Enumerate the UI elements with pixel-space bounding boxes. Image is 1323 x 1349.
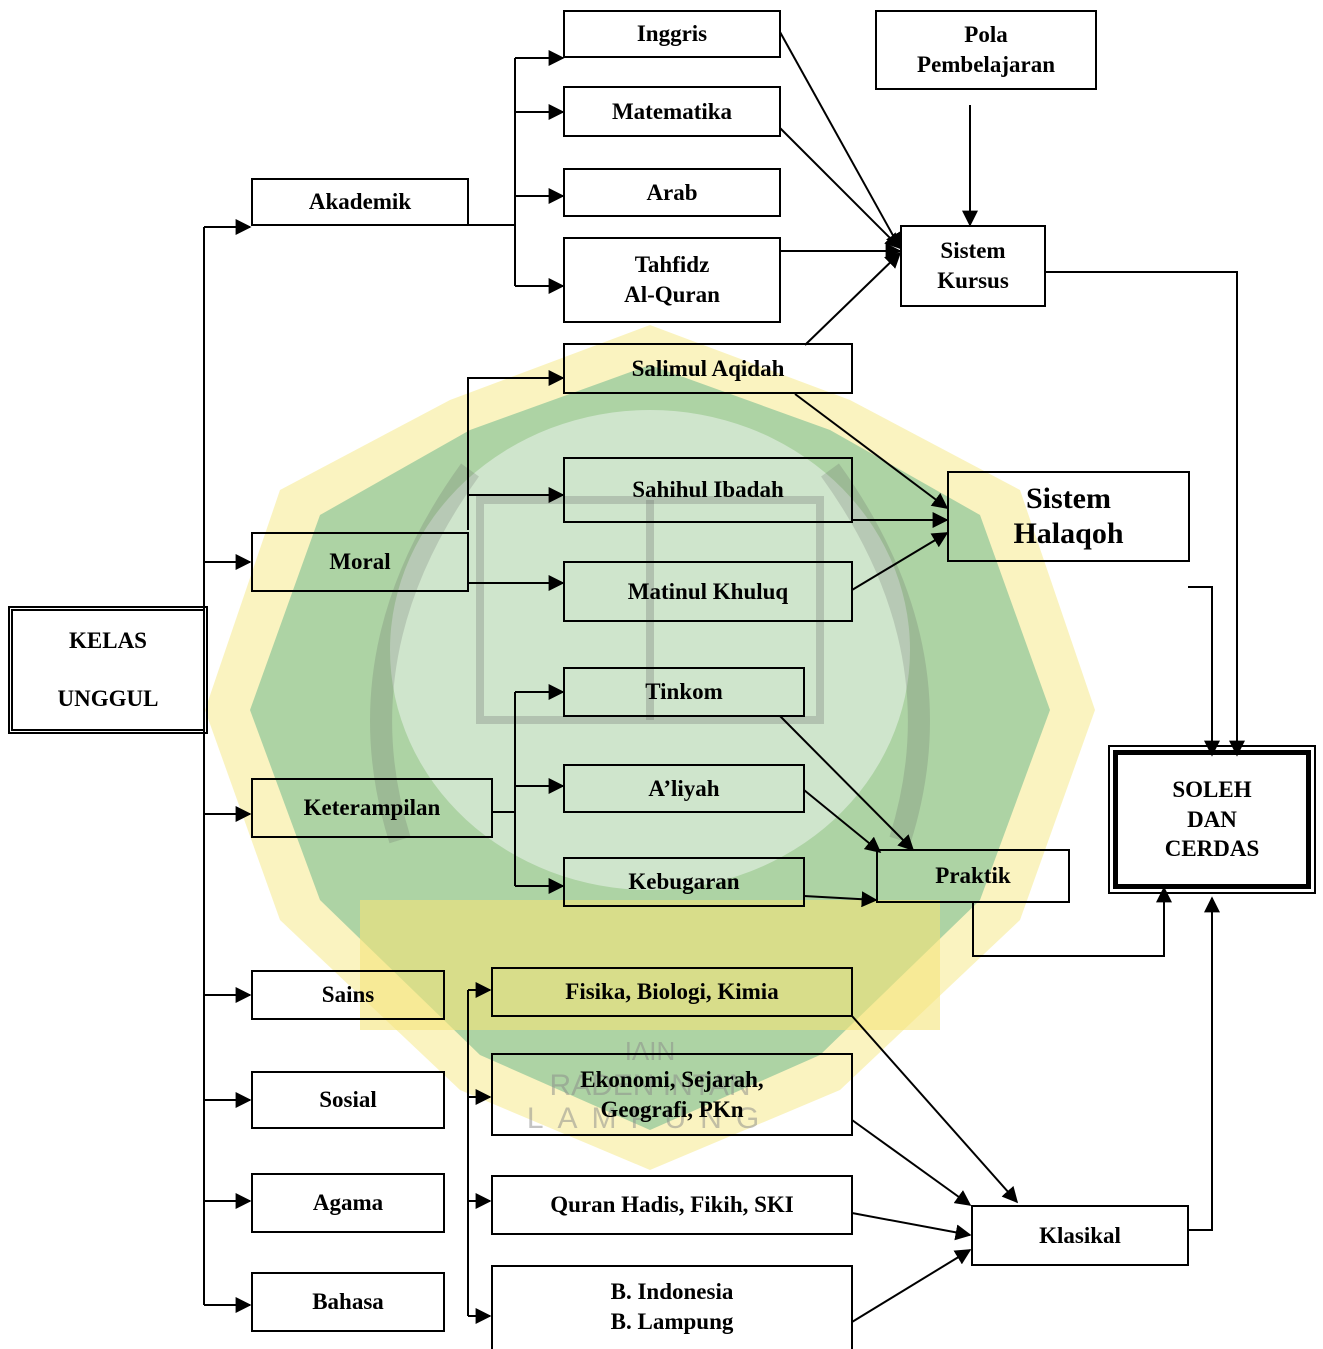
category-sosial-label: Sosial <box>319 1087 377 1113</box>
subject-fisika-biologi-kimia-label: Fisika, Biologi, Kimia <box>565 979 779 1005</box>
category-moral-label: Moral <box>329 549 391 575</box>
subject-tinkom-label: Tinkom <box>645 679 723 705</box>
subject-salimul-aqidah-box: Salimul Aqidah <box>563 343 853 394</box>
watermark-caption-3: LAMPUNG <box>527 1102 773 1135</box>
category-akademik-box: Akademik <box>251 178 469 226</box>
subject-matematika-box: Matematika <box>563 86 781 137</box>
subject-ekonomi-line-1: Ekonomi, Sejarah, <box>580 1066 764 1092</box>
subject-matinul-khuluq-box: Matinul Khuluq <box>563 561 853 622</box>
subject-matinul-khuluq-label: Matinul Khuluq <box>627 578 789 604</box>
subject-ekonomi-line-2: Geografi, PKn <box>600 1096 744 1122</box>
category-akademik-label: Akademik <box>308 189 412 215</box>
emblem-center <box>390 410 910 890</box>
category-moral-box: Moral <box>251 532 469 592</box>
subject-kebugaran-label: Kebugaran <box>628 869 740 895</box>
subject-bahasa-indonesia-box: B. Indonesia B. Lampung <box>491 1265 853 1349</box>
root-line-2: UNGGUL <box>57 686 159 711</box>
category-keterampilan-label: Keterampilan <box>303 795 441 821</box>
category-sains-label: Sains <box>321 982 375 1008</box>
subject-quran-hadis-box: Quran Hadis, Fikih, SKI <box>491 1175 853 1235</box>
subject-salimul-aqidah-label: Salimul Aqidah <box>631 355 785 381</box>
outcome-line-2: DAN <box>1187 806 1237 832</box>
outcome-inner-frame: SOLEH DAN CERDAS <box>1115 752 1309 887</box>
pola-line-2: Pembelajaran <box>917 52 1055 77</box>
subject-tahfidz-line-2: Al-Quran <box>624 282 720 307</box>
watermark-caption-1: IAIN <box>625 1036 676 1066</box>
subject-inggris-label: Inggris <box>636 21 708 47</box>
praktik-box: Praktik <box>876 849 1070 903</box>
pola-line-1: Pola <box>964 22 1008 48</box>
halaqoh-line-1: Sistem <box>1026 482 1111 515</box>
subject-tinkom-box: Tinkom <box>563 667 805 717</box>
subject-aliyah-label: A’liyah <box>648 775 720 801</box>
subject-arab-label: Arab <box>646 179 698 205</box>
outcome-line-3: CERDAS <box>1164 836 1260 862</box>
subject-indonesia-line-2: B. Lampung <box>610 1308 734 1334</box>
category-sosial-box: Sosial <box>251 1071 445 1129</box>
category-bahasa-label: Bahasa <box>312 1289 384 1315</box>
pola-pembelajaran-box: Pola Pembelajaran <box>875 10 1097 90</box>
subject-inggris-box: Inggris <box>563 10 781 58</box>
halaqoh-line-2: Halaqoh <box>1013 516 1124 550</box>
category-keterampilan-box: Keterampilan <box>251 778 493 838</box>
kursus-line-2: Kursus <box>937 268 1009 293</box>
klasikal-label: Klasikal <box>1039 1222 1121 1248</box>
emblem-wreath-right <box>821 463 930 844</box>
subject-kebugaran-box: Kebugaran <box>563 857 805 907</box>
subject-tahfidz-box: Tahfidz Al-Quran <box>563 237 781 323</box>
subject-matematika-label: Matematika <box>611 98 733 124</box>
emblem-wreath-left <box>370 463 479 844</box>
subject-fisika-biologi-kimia-box: Fisika, Biologi, Kimia <box>491 967 853 1017</box>
subject-arab-box: Arab <box>563 168 781 217</box>
sistem-kursus-box: Sistem Kursus <box>900 225 1046 307</box>
category-agama-label: Agama <box>312 1190 384 1216</box>
klasikal-box: Klasikal <box>971 1205 1189 1266</box>
subject-sahihul-ibadah-label: Sahihul Ibadah <box>632 477 784 503</box>
category-bahasa-box: Bahasa <box>251 1272 445 1332</box>
watermark-caption-2: RADEN INTAN <box>549 1069 750 1102</box>
emblem-watermark: IAIN RADEN INTAN LAMPUNG <box>205 325 1095 1170</box>
category-agama-box: Agama <box>251 1173 445 1233</box>
subject-aliyah-box: A’liyah <box>563 764 805 813</box>
category-sains-box: Sains <box>251 970 445 1020</box>
emblem-book <box>476 496 824 724</box>
subject-quran-hadis-label: Quran Hadis, Fikih, SKI <box>550 1192 794 1218</box>
kursus-line-1: Sistem <box>940 238 1006 264</box>
subject-ekonomi-sejarah-box: Ekonomi, Sejarah, Geografi, PKn <box>491 1053 853 1136</box>
emblem-pillars <box>360 900 940 1030</box>
subject-sahihul-ibadah-box: Sahihul Ibadah <box>563 457 853 523</box>
subject-tahfidz-line-1: Tahfidz <box>634 252 710 278</box>
subject-indonesia-line-1: B. Indonesia <box>610 1279 734 1304</box>
outcome-line-1: SOLEH <box>1172 776 1252 802</box>
root-kelas-unggul-box: KELAS UNGGUL <box>8 606 208 734</box>
sistem-halaqoh-box: Sistem Halaqoh <box>947 471 1190 562</box>
praktik-label: Praktik <box>935 863 1011 889</box>
outcome-soleh-dan-cerdas-box: SOLEH DAN CERDAS <box>1108 745 1316 894</box>
root-line-1: KELAS <box>69 628 147 654</box>
